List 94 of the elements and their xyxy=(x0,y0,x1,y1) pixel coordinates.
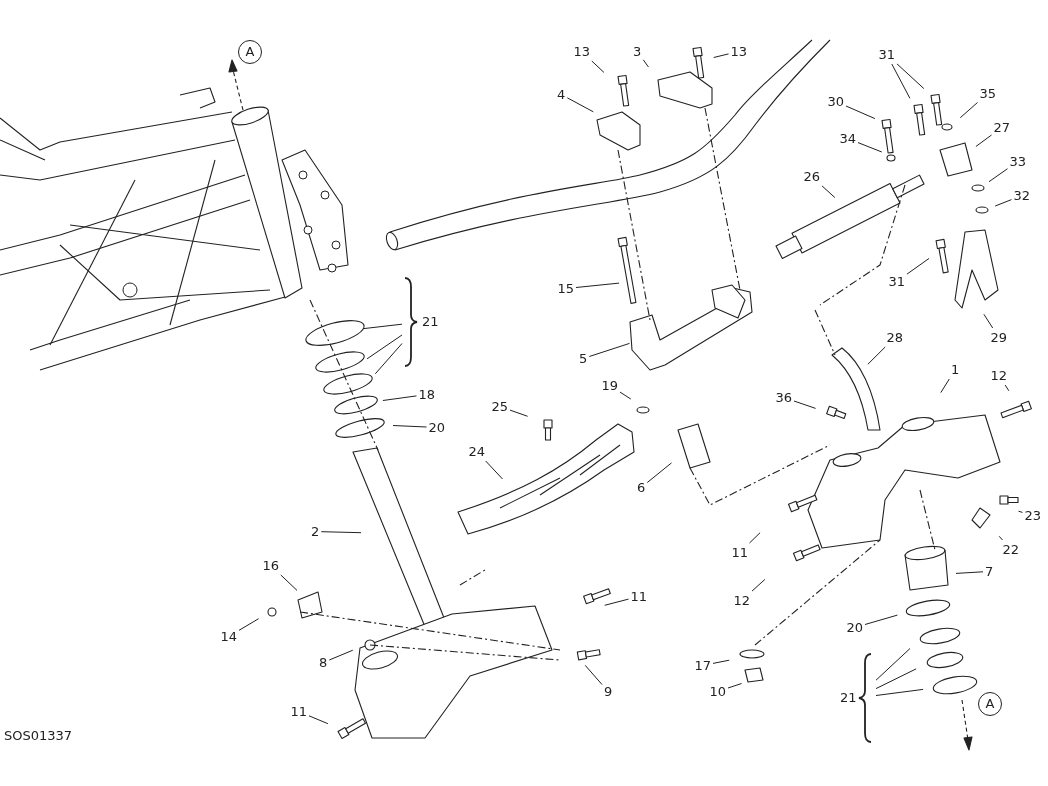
leader-line xyxy=(749,532,761,544)
leader-line xyxy=(1018,510,1023,513)
leader-line xyxy=(896,63,925,90)
callout-number: 7 xyxy=(985,564,994,579)
leader-line xyxy=(906,257,930,275)
reference-letter-circle: A xyxy=(238,40,262,64)
leader-line xyxy=(366,334,403,360)
leader-line xyxy=(727,683,743,689)
callout-number: 12 xyxy=(990,368,1008,383)
callout-number: 20 xyxy=(428,420,446,435)
leader-line xyxy=(566,97,594,113)
callout-number: 11 xyxy=(731,545,749,560)
callout-number: 15 xyxy=(557,281,575,296)
leader-line xyxy=(713,53,729,58)
callout-number: 11 xyxy=(630,589,648,604)
leader-line xyxy=(619,391,632,400)
leader-line xyxy=(328,649,354,661)
callout-number: 8 xyxy=(319,655,328,670)
leader-line xyxy=(575,282,620,288)
callout-number: 24 xyxy=(468,444,486,459)
callout-number: 10 xyxy=(709,684,727,699)
leader-line xyxy=(588,342,630,357)
leader-line xyxy=(1004,384,1010,392)
leader-line xyxy=(362,323,403,330)
callout-number: 35 xyxy=(979,86,997,101)
leader-line xyxy=(280,574,298,591)
callout-number: 14 xyxy=(220,629,238,644)
leader-line xyxy=(374,343,403,375)
callout-number: 31 xyxy=(888,274,906,289)
callout-number: 33 xyxy=(1009,154,1027,169)
callout-number: 31 xyxy=(878,47,896,62)
leader-line xyxy=(509,409,529,417)
leader-line xyxy=(845,105,876,120)
leader-line xyxy=(751,578,766,592)
leader-line xyxy=(875,668,917,690)
callout-number: 27 xyxy=(993,120,1011,135)
callout-number: 17 xyxy=(694,658,712,673)
callout-number: 3 xyxy=(633,44,642,59)
leader-line xyxy=(940,378,950,394)
callout-number: 19 xyxy=(601,378,619,393)
callout-number: 21 xyxy=(840,690,857,705)
leader-line xyxy=(998,535,1003,541)
callout-number: 34 xyxy=(839,131,857,146)
leader-line xyxy=(983,313,994,329)
callout-number: 20 xyxy=(846,620,864,635)
callout-number: 5 xyxy=(579,351,588,366)
leader-line xyxy=(712,659,730,664)
callout-number: 11 xyxy=(290,704,308,719)
callout-number: 6 xyxy=(637,480,646,495)
callout-number: 23 xyxy=(1024,508,1042,523)
leader-line xyxy=(793,400,817,409)
leader-line xyxy=(382,395,417,401)
callout-number: 1 xyxy=(951,362,960,377)
callout-number: 21 xyxy=(422,314,439,329)
callout-number: 25 xyxy=(491,399,509,414)
leader-line xyxy=(875,688,924,696)
callout-number: 26 xyxy=(803,169,821,184)
leader-line xyxy=(642,59,649,68)
reference-letter-circle: A xyxy=(978,692,1002,716)
leader-line xyxy=(646,462,672,483)
leader-line xyxy=(959,102,978,119)
callout-number: 9 xyxy=(604,684,613,699)
callout-number: 30 xyxy=(827,94,845,109)
leader-line xyxy=(875,648,911,681)
leader-line xyxy=(591,60,605,73)
leader-line xyxy=(308,715,329,725)
callout-number: 28 xyxy=(886,330,904,345)
leader-line xyxy=(988,168,1008,183)
callout-number: 16 xyxy=(262,558,280,573)
leader-line xyxy=(975,134,992,147)
callout-number: 12 xyxy=(733,593,751,608)
callout-number: 2 xyxy=(311,524,320,539)
leader-line xyxy=(584,664,603,685)
callout-number: 29 xyxy=(990,330,1008,345)
leader-line xyxy=(867,346,886,365)
leader-line xyxy=(955,571,984,574)
leader-line xyxy=(821,185,836,199)
leader-line xyxy=(994,199,1012,207)
callout-number: 13 xyxy=(573,44,591,59)
leader-line xyxy=(485,460,503,480)
callout-number: 22 xyxy=(1002,542,1020,557)
callout-number: 32 xyxy=(1013,188,1031,203)
callout-number: 13 xyxy=(730,44,748,59)
leader-line xyxy=(857,142,883,153)
leader-line xyxy=(238,618,260,631)
leader-line xyxy=(891,63,911,99)
callout-number: 36 xyxy=(775,390,793,405)
callout-number: 4 xyxy=(557,87,566,102)
callout-number: 18 xyxy=(418,387,436,402)
leader-line xyxy=(604,598,629,606)
leader-line xyxy=(320,531,362,534)
leader-line xyxy=(864,614,898,625)
leader-line xyxy=(392,425,427,428)
drawing-number: SOS01337 xyxy=(4,728,73,743)
